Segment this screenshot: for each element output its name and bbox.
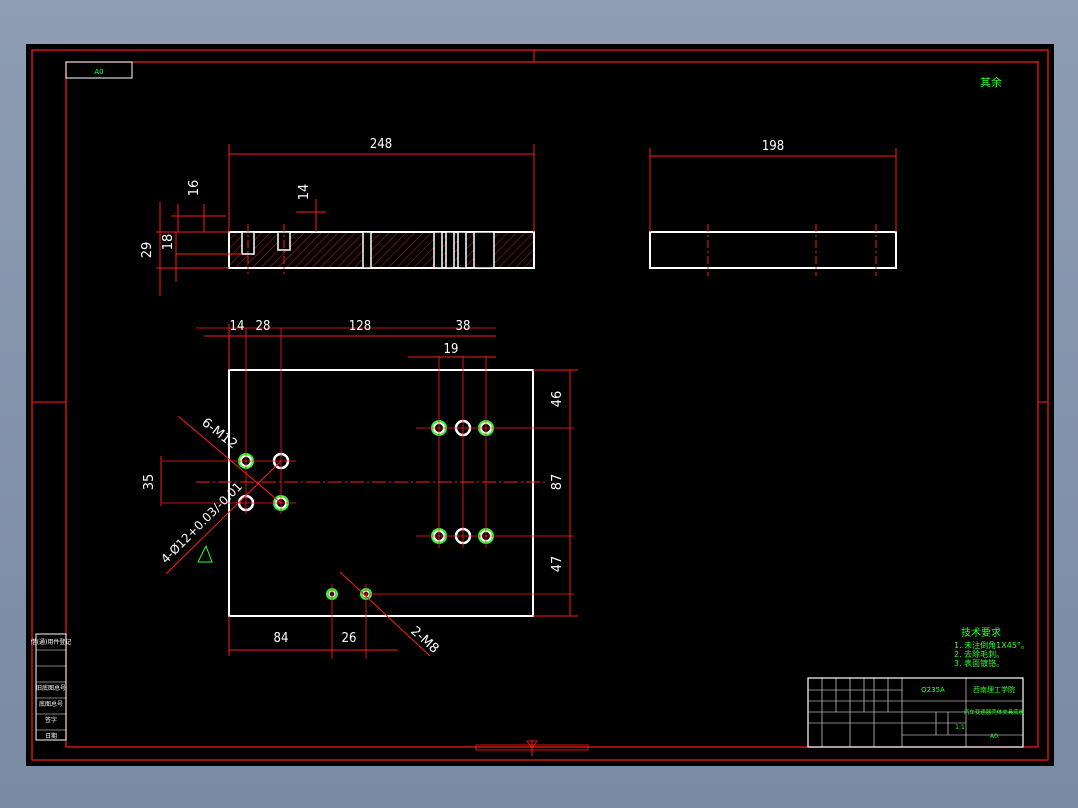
dim-26: 26 [342, 631, 357, 646]
side-table-cell: 旧底图总号 [36, 684, 66, 692]
plan-bottom-dimensions: 84 26 [228, 616, 398, 656]
callout-6-m12: 6-M12 [199, 415, 240, 452]
dim-29: 29 [140, 242, 155, 259]
top-section-view[interactable] [228, 224, 535, 274]
dim-47: 47 [550, 556, 565, 573]
dim-16: 16 [187, 180, 202, 197]
plan-view[interactable]: 14 28 128 38 19 46 87 47 35 84 26 [142, 319, 578, 659]
dim-87: 87 [550, 474, 565, 491]
callouts: 6-M12 4-Ø12+0.03/-0.01 2-M8 [158, 415, 441, 656]
sheet-field: A0 [990, 733, 998, 740]
plan-right-dimensions: 46 87 47 [533, 369, 578, 617]
side-body [649, 231, 897, 269]
dim-14: 14 [297, 184, 312, 201]
plan-left-dimensions: 35 [142, 456, 162, 506]
tech-notes-title: 技术要求 [961, 626, 1001, 639]
dim-84: 84 [274, 631, 289, 646]
dim-128: 128 [349, 319, 371, 334]
groove-3 [445, 231, 455, 269]
side-registration-table: 借(通)用件登记 旧底图总号 底图总号 签字 日期 [31, 633, 72, 741]
datum-triangle [197, 544, 213, 563]
school-field: 西南理工学院 [973, 685, 1015, 694]
callout-bore: 4-Ø12+0.03/-0.01 [158, 479, 245, 566]
top-view-dimensions: 248 14 16 29 18 [140, 137, 535, 296]
drawing-name-field: 汽车变速器壳体夹具底板 [964, 708, 1025, 716]
roughness-note: 其余 [980, 75, 1002, 89]
dim-19: 19 [444, 342, 459, 357]
title-block[interactable]: Q235A 西南理工学院 汽车变速器壳体夹具底板 1:1 A0 [807, 677, 1025, 748]
inner-frame [65, 61, 1039, 748]
side-table-cell: 日期 [45, 732, 57, 740]
groove-5 [473, 231, 495, 269]
groove-4 [457, 231, 467, 269]
plan-top-dimensions: 14 28 128 38 19 [204, 319, 496, 370]
dim-28: 28 [256, 319, 271, 334]
dim-198: 198 [762, 139, 784, 154]
dim-18: 18 [161, 234, 176, 251]
hole-group-m8 [326, 588, 372, 600]
outer-frame [31, 49, 1049, 761]
groove-2 [433, 231, 443, 269]
tech-note-1: 1. 未注倒角1X45°。 [954, 640, 1029, 650]
technical-notes: 技术要求 1. 未注倒角1X45°。 2. 去除毛刺。 3. 表面镀铬。 [954, 626, 1029, 668]
tech-note-2: 2. 去除毛刺。 [954, 649, 1004, 659]
frame-tag-box [65, 61, 133, 79]
side-view[interactable]: 198 [649, 139, 897, 276]
dim-46: 46 [550, 391, 565, 408]
dim-14: 14 [230, 319, 245, 334]
dim-248: 248 [370, 137, 392, 152]
cad-viewport[interactable]: A0 其余 248 14 16 29 [26, 44, 1054, 766]
frame-tag: A0 [94, 68, 103, 76]
hole-centerlines [162, 327, 574, 659]
drawing-sheet: A0 其余 248 14 16 29 [31, 49, 1049, 761]
side-table-cell: 底图总号 [39, 700, 63, 708]
scale-field: 1:1 [955, 724, 965, 731]
scale-bar [475, 740, 589, 756]
side-table-cell: 签字 [45, 716, 57, 724]
side-table-cell: 借(通)用件登记 [31, 638, 72, 646]
groove-1 [362, 231, 372, 269]
tech-note-3: 3. 表面镀铬。 [954, 658, 1004, 668]
plate-outline [228, 369, 534, 617]
material-field: Q235A [921, 686, 945, 694]
dim-38: 38 [456, 319, 471, 334]
dim-35: 35 [142, 474, 157, 491]
